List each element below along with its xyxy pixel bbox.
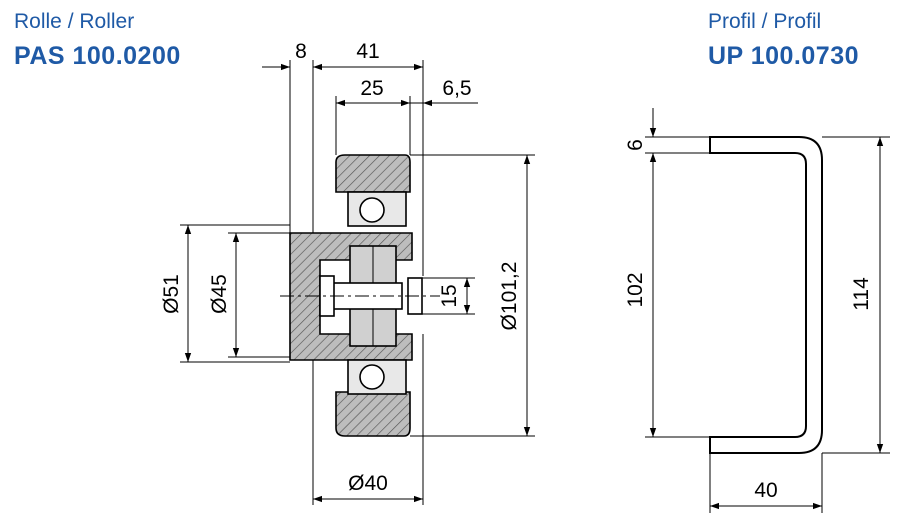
profile-dimension-lines [649,108,884,510]
dim-102: 102 [624,272,647,307]
dim-6-5: 6,5 [442,77,471,100]
dim-diameter-40: Ø40 [348,472,388,495]
roller-code: PAS 100.0200 [14,42,181,70]
dim-6: 6 [624,139,647,151]
profile-extension-lines [645,136,890,513]
u-profile [709,136,823,454]
dim-diameter-45: Ø45 [208,274,231,314]
roller-dimension-lines [184,63,531,503]
dim-8: 8 [295,40,307,63]
dim-40-width: 40 [754,479,777,502]
roller-section [280,154,440,437]
dim-diameter-101-2: Ø101,2 [498,262,521,331]
dim-41: 41 [356,40,379,63]
tyre-top [335,154,411,193]
roller-extension-lines [180,60,535,505]
dim-15: 15 [438,284,461,307]
profile-code: UP 100.0730 [708,42,859,70]
dim-diameter-51: Ø51 [160,274,183,314]
dim-114: 114 [850,277,873,311]
profile-label: Profil / Profil [708,10,822,33]
ball-bottom [359,364,385,390]
ball-top [359,197,385,223]
tyre-bottom [335,391,411,437]
dim-25: 25 [360,77,383,100]
roller-label: Rolle / Roller [14,10,135,33]
